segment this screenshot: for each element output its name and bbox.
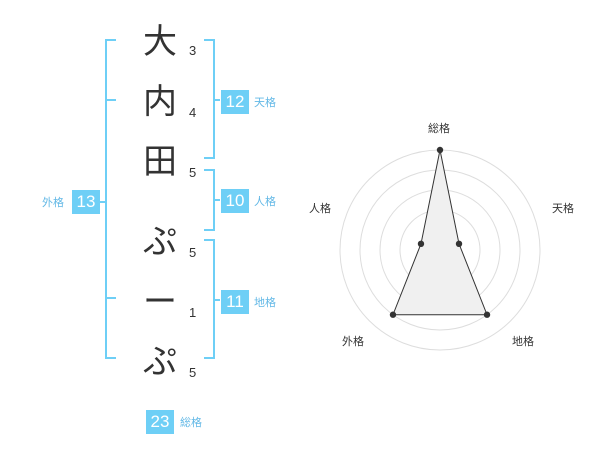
name-char-4: ぷ [143,222,177,262]
radar-axis-label-jinkaku: 人格 [309,202,331,215]
radar-point-2 [455,240,463,248]
stroke-count-4: 5 [189,245,197,260]
jinkaku-label: 人格 [254,195,276,208]
name-char-6: ぷ [143,342,177,382]
name-char-1: 大 [143,22,177,62]
name-char-2: 内 [143,82,177,122]
stroke-count-5: 1 [189,305,197,320]
name-char-5: ー [143,282,177,322]
jinkaku-bracket [204,169,220,231]
radar-chart [339,146,541,351]
radar-point-5 [417,240,425,248]
name-char-3: 田 [143,142,177,182]
chikaku-label: 地格 [254,296,276,309]
stroke-count-1: 3 [189,43,197,58]
radar-axis-label-soukaku: 総格 [428,122,450,135]
gaikaku-bracket [100,39,116,359]
stroke-count-6: 5 [189,365,197,380]
radar-point-4 [389,311,397,318]
gaikaku-label: 外格 [42,196,64,209]
chikaku-value-badge: 11 [221,290,249,314]
radar-point-1 [436,146,444,154]
soukaku-label: 総格 [180,416,202,429]
radar-point-3 [483,311,491,318]
tenkaku-value-badge: 12 [221,90,249,114]
chikaku-bracket [204,239,220,359]
radar-axis-label-tenkaku: 天格 [552,202,574,215]
tenkaku-bracket [204,39,220,159]
gaikaku-value-badge: 13 [72,190,100,214]
radar-axis-label-gaikaku: 外格 [342,335,364,348]
radar-area [392,149,488,316]
soukaku-value-badge: 23 [146,410,174,434]
stroke-count-2: 4 [189,105,197,120]
tenkaku-label: 天格 [254,96,276,109]
stroke-count-3: 5 [189,165,197,180]
jinkaku-value-badge: 10 [221,189,249,213]
radar-axis-label-chikaku: 地格 [512,335,534,348]
